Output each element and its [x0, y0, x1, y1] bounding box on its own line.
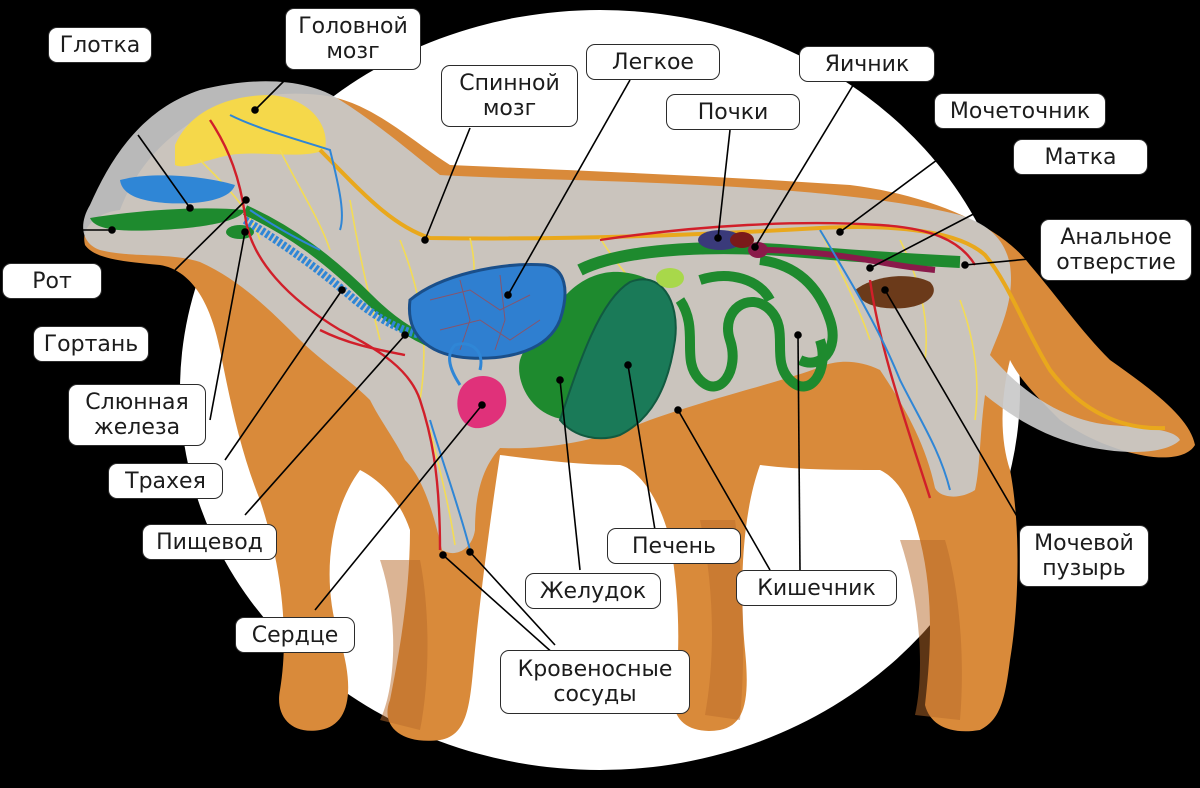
label-mochetochnik: Мочеточник — [934, 93, 1106, 129]
lung-texture — [429, 274, 541, 351]
label-gortan: Гортань — [33, 326, 149, 362]
label-legkoe: Легкое — [586, 44, 720, 80]
kidney-2 — [730, 232, 754, 248]
label-zheludok: Желудок — [525, 573, 661, 609]
lung — [407, 263, 567, 360]
label-serdtse: Сердце — [235, 617, 355, 653]
label-pochki: Почки — [666, 94, 800, 130]
brain — [175, 95, 326, 167]
label-glotka: Глотка — [48, 27, 152, 63]
label-matka: Матка — [1013, 139, 1148, 175]
label-golovnoy-mozg: Головной мозг — [285, 8, 421, 70]
blood-vessels-red — [209, 119, 977, 551]
heart-vessel — [448, 342, 483, 386]
label-kishechnik: Кишечник — [736, 570, 897, 606]
label-yaichnik: Яичник — [799, 46, 935, 82]
trachea — [242, 216, 422, 339]
label-mochevoy-puzyr: Мочевой пузырь — [1019, 525, 1149, 587]
label-spinnoy-mozg: Спинной мозг — [441, 65, 578, 127]
intestine-loops — [675, 255, 838, 392]
bladder — [855, 276, 934, 309]
label-slyunnaya-zheleza: Слюнная железа — [68, 384, 206, 446]
label-pishchevod: Пищевод — [142, 524, 277, 560]
leader-lines — [40, 64, 1041, 656]
gallbladder — [656, 268, 684, 288]
liver — [558, 278, 677, 440]
blood-vessels-blue — [229, 114, 951, 551]
label-pechen: Печень — [607, 528, 741, 564]
label-traheya: Трахея — [108, 463, 223, 499]
label-analnoe-otverstie: Анальное отверстие — [1040, 219, 1192, 281]
uterus — [759, 247, 936, 273]
label-rot: Рот — [2, 263, 102, 299]
label-krovenosnye-sosudy: Кровеносные сосуды — [500, 650, 690, 714]
tongue — [90, 208, 245, 231]
